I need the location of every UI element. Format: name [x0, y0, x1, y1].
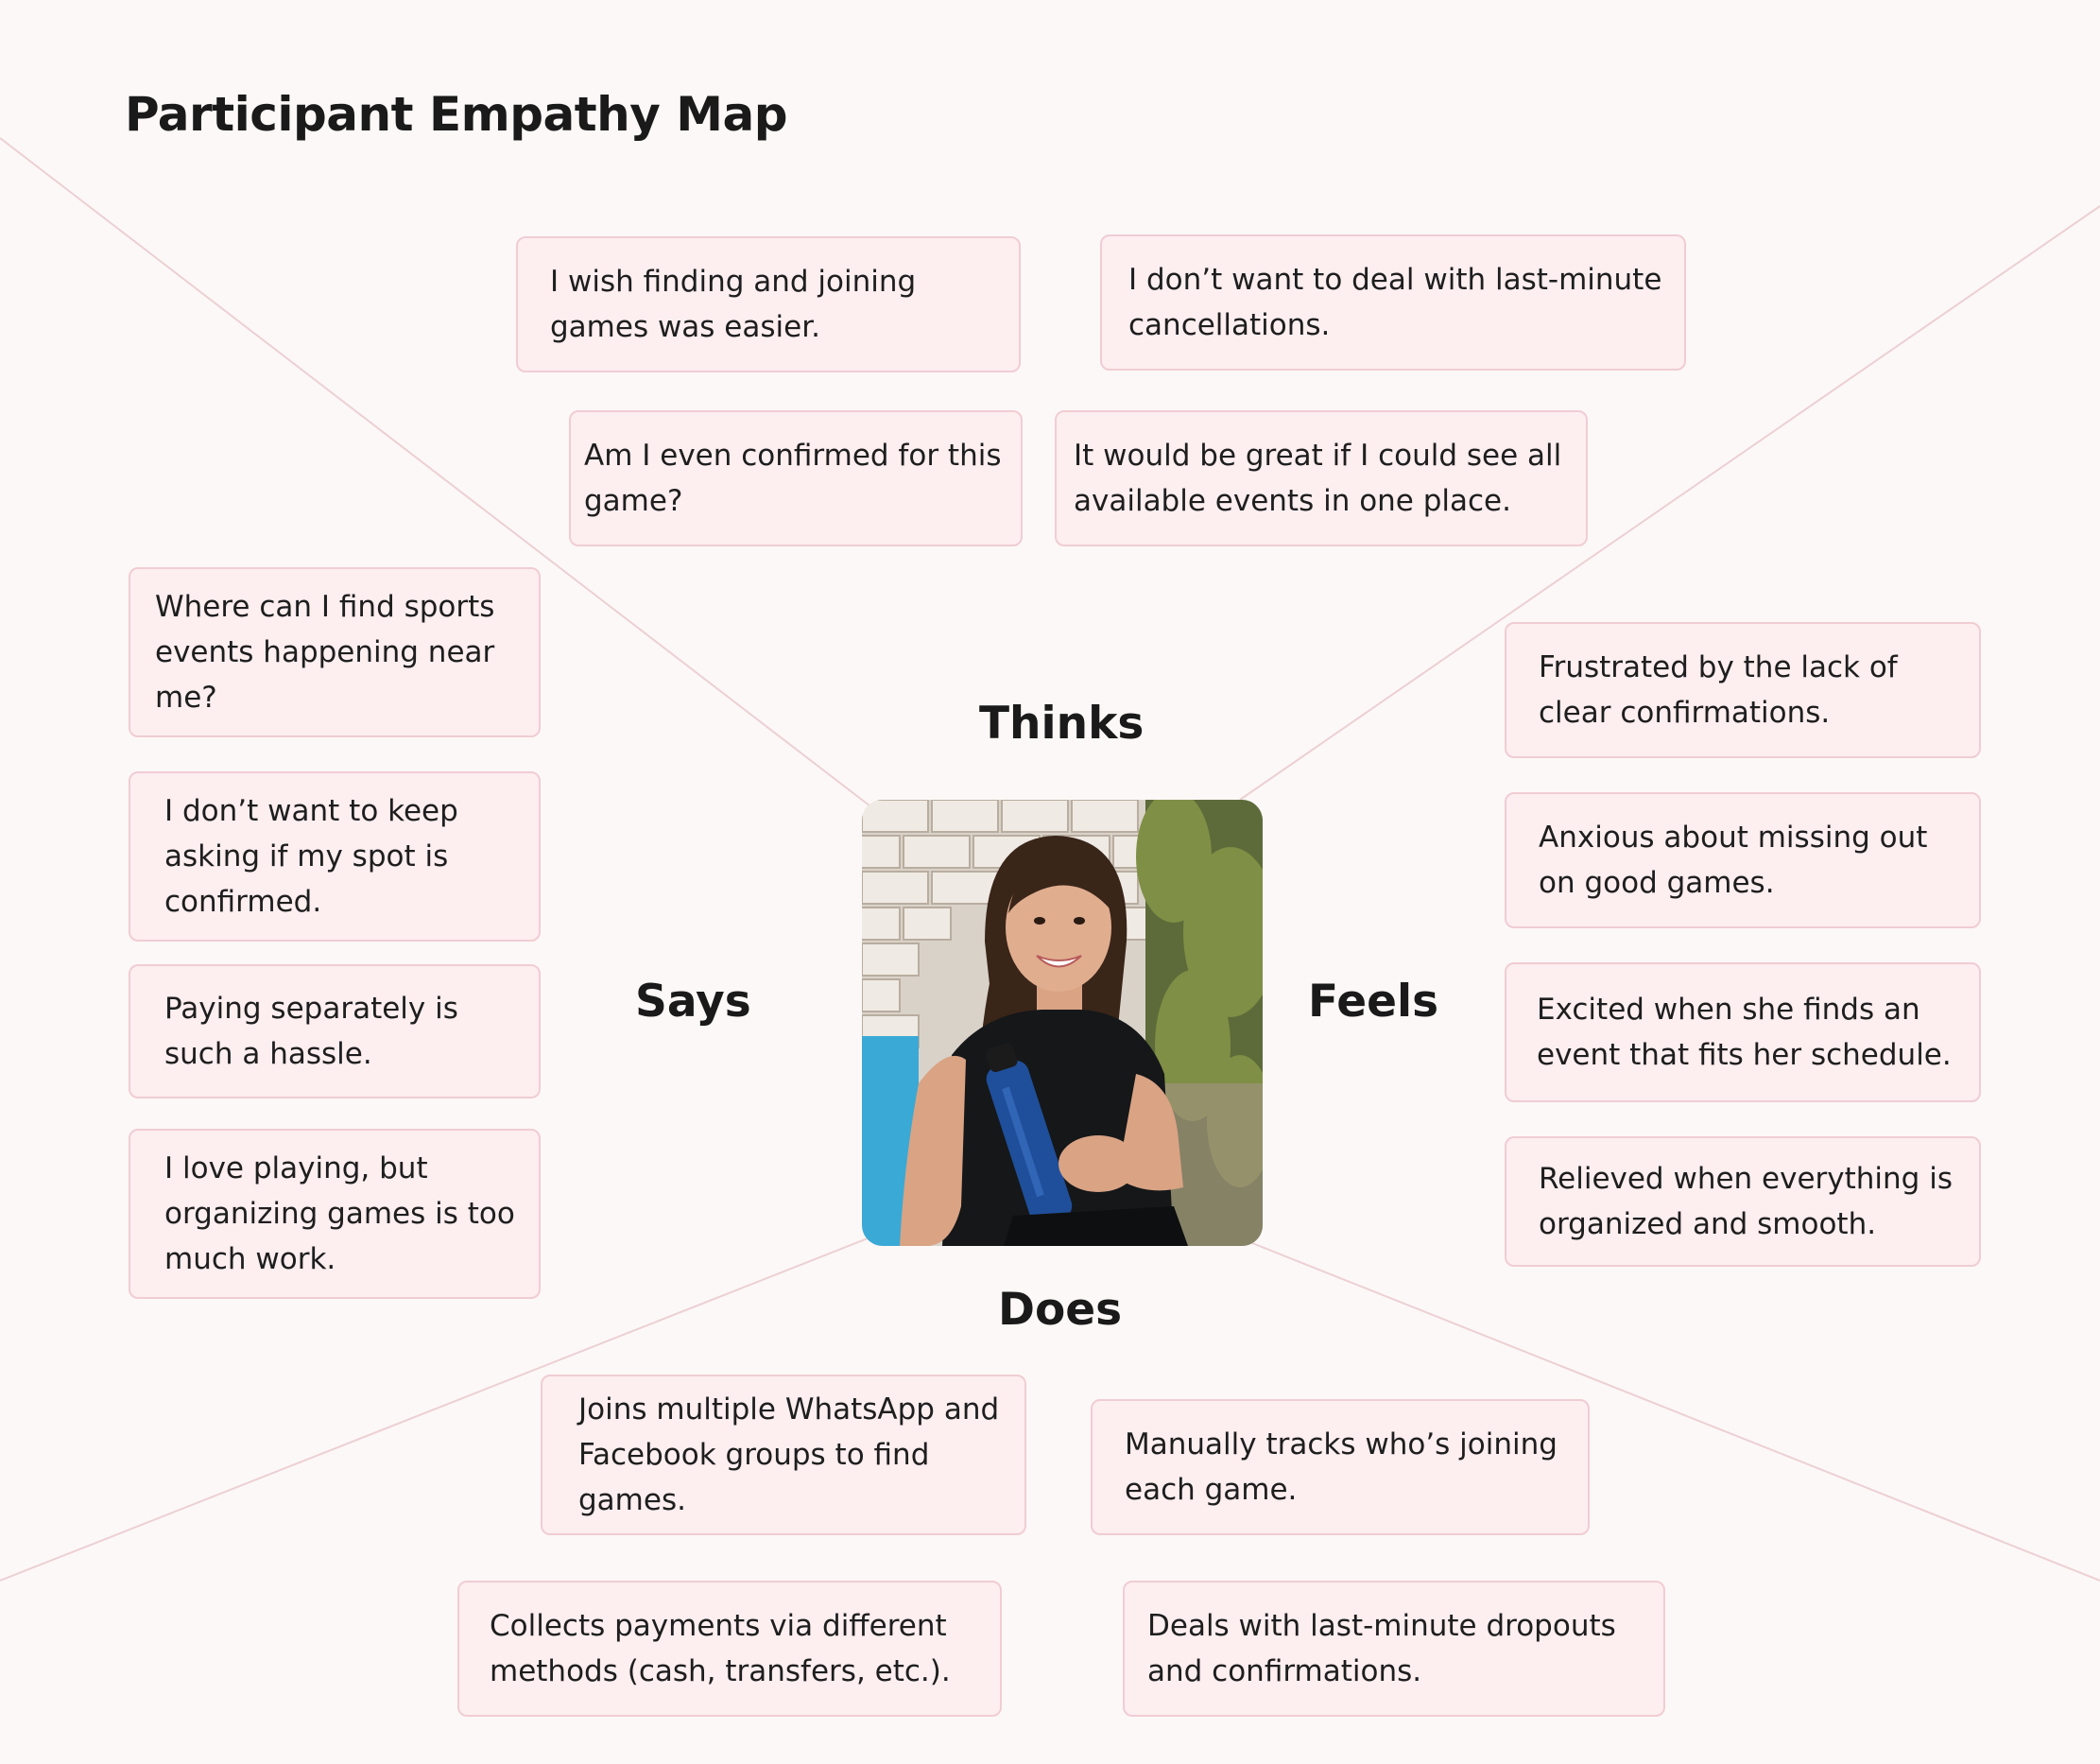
persona-illustration [862, 800, 1263, 1246]
feels-card: Relieved when everything is organized an… [1505, 1136, 1981, 1267]
persona-photo [862, 800, 1263, 1246]
feels-card: Anxious about missing out on good games. [1505, 792, 1981, 928]
says-card-text: Where can I find sports events happening… [155, 590, 495, 715]
says-card: I love playing, but organizing games is … [129, 1129, 541, 1299]
thinks-card: Am I even confirmed for this game? [569, 410, 1023, 546]
does-card-text: Manually tracks who’s joining each game. [1125, 1427, 1558, 1507]
page-title: Participant Empathy Map [125, 87, 788, 142]
divider-top-left [0, 137, 875, 810]
quadrant-label-does: Does [998, 1284, 1123, 1336]
says-card-text: I don’t want to keep asking if my spot i… [164, 794, 458, 919]
quadrant-label-thinks: Thinks [979, 698, 1145, 750]
feels-card-text: Excited when she finds an event that fit… [1537, 993, 1952, 1072]
thinks-card: I don’t want to deal with last-minute ca… [1100, 234, 1686, 371]
feels-card-text: Frustrated by the lack of clear confirma… [1539, 650, 1898, 730]
says-card-text: I love playing, but organizing games is … [164, 1151, 515, 1276]
divider-bottom-right [1251, 1242, 2100, 1582]
quadrant-label-says: Says [635, 976, 751, 1028]
divider-bottom-left [0, 1237, 869, 1582]
does-card: Collects payments via different methods … [457, 1581, 1002, 1717]
says-card-text: Paying separately is such a hassle. [164, 992, 458, 1071]
quadrant-label-feels: Feels [1308, 976, 1439, 1028]
feels-card: Frustrated by the lack of clear confirma… [1505, 622, 1981, 758]
thinks-card-text: Am I even confirmed for this game? [584, 439, 1002, 518]
thinks-card: It would be great if I could see all ava… [1055, 410, 1588, 546]
thinks-card-text: It would be great if I could see all ava… [1074, 439, 1562, 518]
says-card: Where can I find sports events happening… [129, 567, 541, 737]
says-card: Paying separately is such a hassle. [129, 964, 541, 1098]
says-card: I don’t want to keep asking if my spot i… [129, 771, 541, 942]
does-card: Manually tracks who’s joining each game. [1091, 1399, 1590, 1535]
thinks-card-text: I don’t want to deal with last-minute ca… [1128, 263, 1662, 342]
does-card-text: Collects payments via different methods … [490, 1609, 951, 1688]
does-card-text: Deals with last-minute dropouts and conf… [1147, 1609, 1616, 1688]
feels-card-text: Anxious about missing out on good games. [1539, 821, 1928, 900]
thinks-card: I wish finding and joining games was eas… [516, 236, 1021, 372]
does-card: Deals with last-minute dropouts and conf… [1123, 1581, 1665, 1717]
does-card-text: Joins multiple WhatsApp and Facebook gro… [578, 1392, 1000, 1517]
divider-top-right [1239, 205, 2100, 801]
feels-card-text: Relieved when everything is organized an… [1539, 1162, 1953, 1241]
thinks-card-text: I wish finding and joining games was eas… [550, 265, 917, 344]
does-card: Joins multiple WhatsApp and Facebook gro… [541, 1375, 1026, 1535]
feels-card: Excited when she finds an event that fit… [1505, 962, 1981, 1102]
